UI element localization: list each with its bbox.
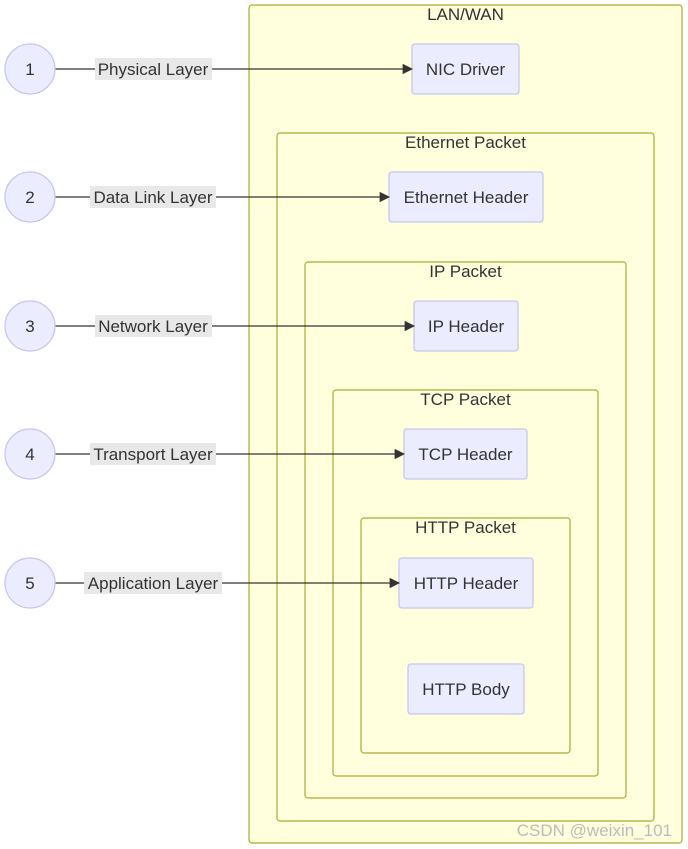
layer-3: Network Layer 3 bbox=[4, 300, 416, 352]
node-label-nic-driver: NIC Driver bbox=[426, 60, 506, 79]
layer-circle-2 bbox=[4, 171, 56, 223]
layer-circle-1 bbox=[4, 43, 56, 95]
node-label-ethernet-header: Ethernet Header bbox=[404, 188, 529, 207]
layer-2: Data Link Layer 2 bbox=[4, 171, 391, 223]
node-http-header: HTTP Header bbox=[398, 557, 534, 609]
node-ethernet-header: Ethernet Header bbox=[388, 171, 544, 223]
node-http-body: HTTP Body bbox=[407, 663, 525, 715]
edge-label-bg-1 bbox=[95, 58, 212, 80]
group-title-tcp-packet: TCP Packet bbox=[420, 390, 511, 409]
layer-circle-3 bbox=[4, 300, 56, 352]
group-http-packet: HTTP Packet bbox=[360, 517, 571, 754]
layer-circle-5 bbox=[4, 557, 56, 609]
node-label-tcp-header: TCP Header bbox=[418, 445, 513, 464]
edge-label-physical-layer: Physical Layer bbox=[98, 60, 209, 79]
watermark: CSDN @weixin_101 bbox=[517, 821, 672, 840]
layer-number-5: 5 bbox=[25, 574, 34, 593]
group-title-ip-packet: IP Packet bbox=[429, 262, 502, 281]
layer-number-3: 3 bbox=[25, 317, 34, 336]
node-ip-header: IP Header bbox=[413, 300, 519, 352]
edge-label-application-layer: Application Layer bbox=[88, 574, 219, 593]
node-label-http-body: HTTP Body bbox=[422, 680, 510, 699]
layer-number-1: 1 bbox=[25, 60, 34, 79]
edge-label-bg-3 bbox=[95, 315, 212, 337]
edge-label-data-link-layer: Data Link Layer bbox=[93, 188, 212, 207]
edge-label-bg-2 bbox=[90, 186, 216, 208]
edge-label-network-layer: Network Layer bbox=[98, 317, 208, 336]
layer-4: Transport Layer 4 bbox=[4, 428, 406, 480]
layer-circle-4 bbox=[4, 428, 56, 480]
edge-label-bg-5 bbox=[84, 572, 222, 594]
node-label-http-header: HTTP Header bbox=[414, 574, 519, 593]
edge-label-bg-4 bbox=[90, 443, 216, 465]
layer-1: Physical Layer 1 bbox=[4, 43, 414, 95]
edge-label-transport-layer: Transport Layer bbox=[93, 445, 213, 464]
layer-5: Application Layer 5 bbox=[4, 557, 401, 609]
layer-number-4: 4 bbox=[25, 445, 34, 464]
layer-number-2: 2 bbox=[25, 188, 34, 207]
node-label-ip-header: IP Header bbox=[428, 317, 505, 336]
group-title-lan-wan: LAN/WAN bbox=[427, 5, 504, 24]
group-title-ethernet-packet: Ethernet Packet bbox=[405, 133, 526, 152]
node-tcp-header: TCP Header bbox=[403, 428, 528, 480]
node-nic-driver: NIC Driver bbox=[411, 43, 520, 95]
group-title-http-packet: HTTP Packet bbox=[415, 518, 516, 537]
